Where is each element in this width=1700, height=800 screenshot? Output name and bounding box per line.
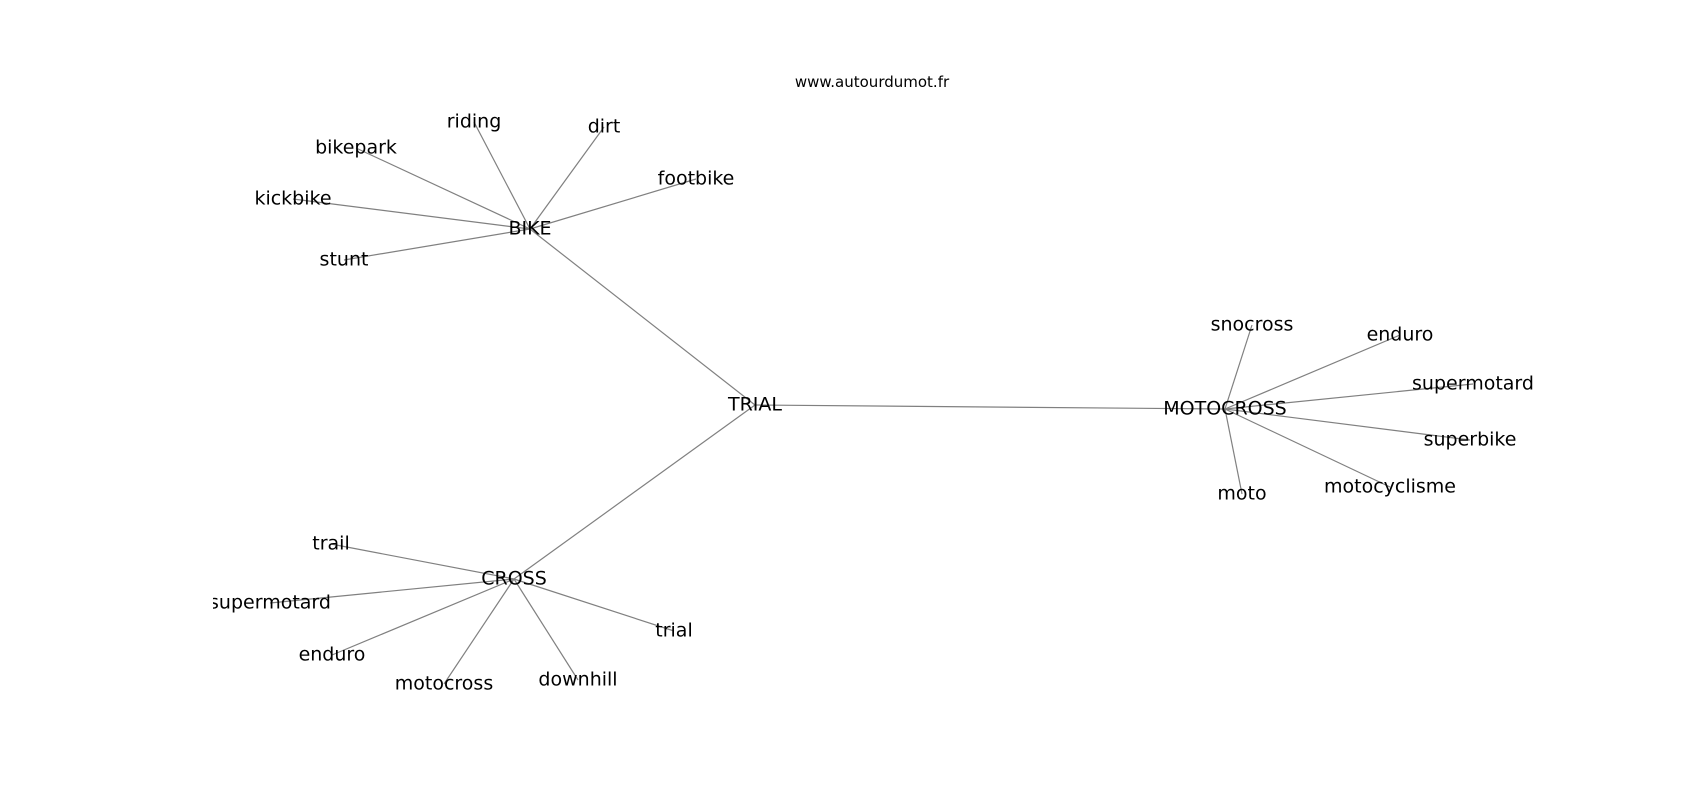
edge-motocross-enduro (1224, 334, 1401, 410)
edge-motocross-superbike (1224, 408, 1471, 441)
node-bike-riding[interactable]: riding (446, 110, 502, 133)
node-bike-stunt[interactable]: stunt (319, 248, 369, 271)
edge-cross-supermotard (269, 578, 515, 604)
node-motocross-enduro[interactable]: enduro (1366, 323, 1434, 346)
edge-motocross-supermotard (1224, 383, 1474, 410)
edge-bike-dirt (529, 126, 605, 230)
node-motocross-supermotard[interactable]: supermotard (1412, 372, 1534, 395)
node-cross[interactable]: CROSS (481, 567, 547, 590)
edge-cross-downhill (513, 578, 579, 681)
node-bike-kickbike[interactable]: kickbike (254, 187, 332, 210)
edge-trial-bike (529, 228, 756, 406)
node-bike-dirt[interactable]: dirt (587, 115, 621, 138)
node-cross-enduro[interactable]: enduro (298, 643, 366, 666)
node-trial[interactable]: TRIAL (728, 393, 782, 416)
left-clip-mask (0, 0, 213, 800)
node-motocross-snocross[interactable]: snocross (1210, 313, 1294, 336)
source-label: www.autourdumot.fr (794, 73, 950, 91)
edge-bike-riding (473, 121, 531, 230)
edge-motocross-snocross (1224, 324, 1253, 410)
edge-motocross-motocyclisme (1224, 408, 1391, 488)
edge-cross-motocross (443, 578, 515, 685)
node-motocross-superbike[interactable]: superbike (1423, 428, 1517, 451)
edge-bike-kickbike (292, 198, 531, 230)
node-cross-motocross[interactable]: motocross (394, 672, 494, 695)
node-motocross-motocyclisme[interactable]: motocyclisme (1324, 475, 1456, 498)
node-cross-trial[interactable]: trial (655, 619, 693, 642)
edge-bike-footbike (529, 178, 697, 230)
edge-cross-trail (330, 543, 515, 580)
node-bike[interactable]: BIKE (508, 217, 552, 240)
edge-cross-enduro (331, 578, 515, 656)
edge-bike-bikepark (355, 147, 531, 230)
edge-bike-stunt (343, 228, 531, 261)
node-cross-trail[interactable]: trail (312, 532, 350, 555)
node-bike-bikepark[interactable]: bikepark (315, 136, 397, 159)
node-motocross-moto[interactable]: moto (1217, 482, 1267, 505)
edge-trial-motocross (754, 404, 1226, 410)
edge-trial-cross (513, 404, 756, 580)
node-cross-downhill[interactable]: downhill (538, 668, 618, 691)
edge-cross-trial (513, 578, 675, 632)
node-cross-supermotard[interactable]: supermotard (209, 591, 331, 614)
edge-motocross-moto (1224, 408, 1243, 495)
node-motocross[interactable]: MOTOCROSS (1163, 397, 1287, 420)
node-bike-footbike[interactable]: footbike (657, 167, 735, 190)
